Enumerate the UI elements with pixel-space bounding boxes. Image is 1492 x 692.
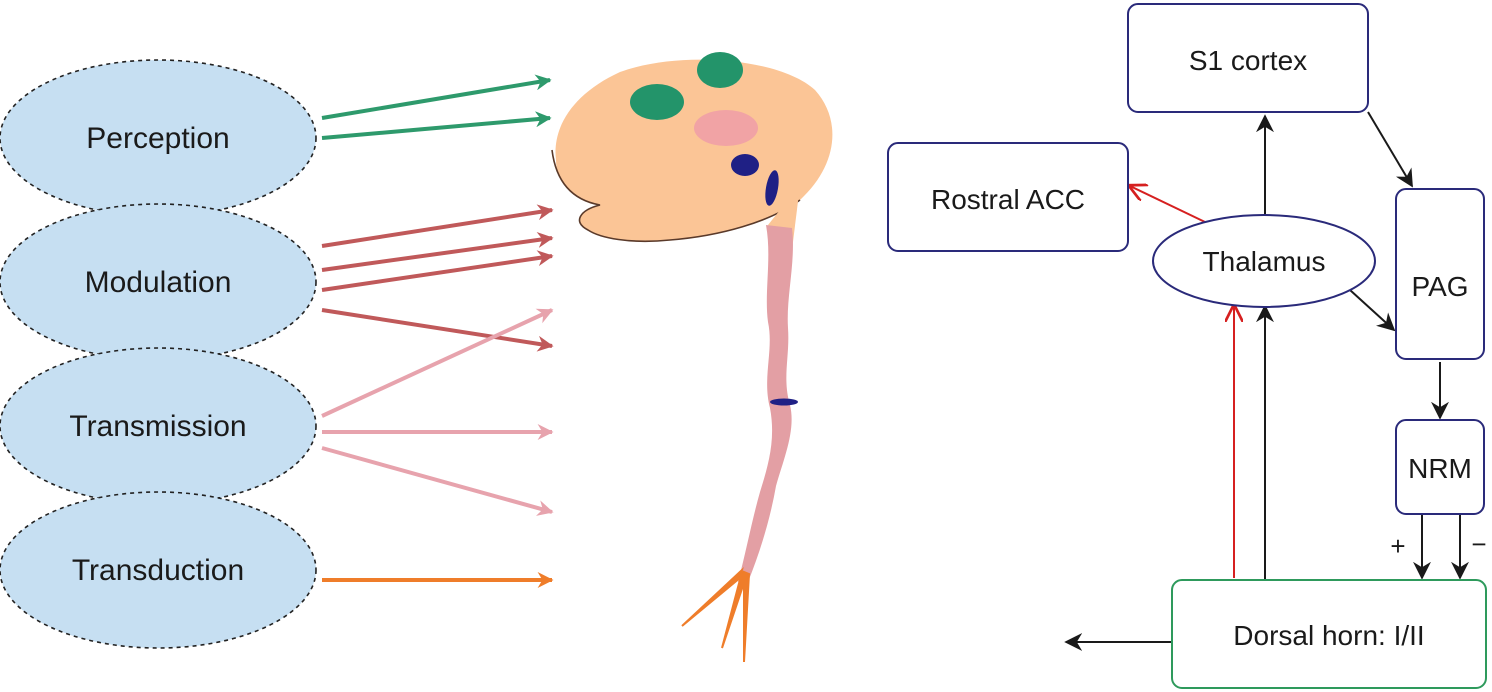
nrm-box (1395, 419, 1485, 515)
pag-label: PAG (1411, 271, 1468, 302)
thalamus-to-racc-red-arrow (1130, 186, 1206, 223)
dorsal-horn-box (1171, 579, 1487, 689)
nerve-ending-right (743, 570, 751, 663)
pink-region (694, 110, 758, 146)
dorsal-horn-label: Dorsal horn: I/II (1233, 620, 1424, 651)
brain-outline (551, 149, 801, 243)
navy-node-cord (770, 398, 798, 406)
thalamus-label: Thalamus (1203, 246, 1326, 277)
transmission-arrow-1 (321, 308, 554, 418)
green-region-left (630, 84, 684, 120)
node-thalamus: Thalamus (1152, 214, 1376, 308)
rostral-acc-label: Rostral ACC (931, 184, 1085, 215)
node-rostral-acc: Rostral ACC (887, 142, 1129, 252)
transmission-ellipse (0, 347, 317, 505)
process-modulation: Modulation (0, 203, 317, 361)
transmission-arrows (321, 308, 554, 516)
modulation-arrows (321, 204, 554, 352)
nrm-label: NRM (1408, 453, 1472, 484)
brain-illustration (551, 52, 833, 250)
transmission-arrow-3 (321, 446, 554, 516)
node-nrm: NRM (1395, 419, 1485, 515)
minus-sign: − (1471, 529, 1486, 559)
flow-connectors-red (1130, 186, 1234, 578)
s1-cortex-box (1127, 3, 1369, 113)
modulation-arrow-2 (321, 232, 554, 272)
transduction-label: Transduction (72, 554, 244, 587)
s1-to-pag-arrow (1367, 111, 1413, 188)
spinal-cord-illustration (681, 225, 798, 663)
thalamus-ellipse (1152, 214, 1376, 308)
process-transduction: Transduction (0, 491, 317, 649)
green-region-top (697, 52, 743, 88)
process-perception: Perception (0, 59, 317, 217)
perception-arrow-1 (321, 74, 552, 120)
node-dorsal-horn: Dorsal horn: I/II (1171, 579, 1487, 689)
spinal-cord (738, 225, 793, 582)
transmission-label: Transmission (69, 410, 246, 443)
node-pag: PAG (1395, 188, 1485, 360)
pag-box (1395, 188, 1485, 360)
navy-region-lower (765, 170, 779, 206)
rostral-acc-box (887, 142, 1129, 252)
node-s1-cortex: S1 cortex (1127, 3, 1369, 113)
modulation-label: Modulation (85, 266, 232, 299)
perception-arrow-2 (321, 111, 552, 140)
modulation-arrow-1 (321, 204, 554, 248)
perception-label: Perception (86, 122, 229, 155)
transduction-ellipse (0, 491, 317, 649)
modulation-ellipse (0, 203, 317, 361)
perception-arrows (321, 74, 552, 140)
modulation-arrow-4 (321, 308, 554, 352)
modulation-arrow-3 (321, 250, 554, 292)
navy-region-upper (731, 154, 759, 176)
brain-shape (555, 59, 833, 242)
plus-sign: + (1390, 531, 1405, 561)
flow-connectors-black (1064, 111, 1469, 651)
perception-ellipse (0, 59, 317, 217)
process-transmission: Transmission (0, 347, 317, 505)
s1-cortex-label: S1 cortex (1189, 45, 1307, 76)
thalamus-to-pag-arrow (1349, 289, 1396, 332)
